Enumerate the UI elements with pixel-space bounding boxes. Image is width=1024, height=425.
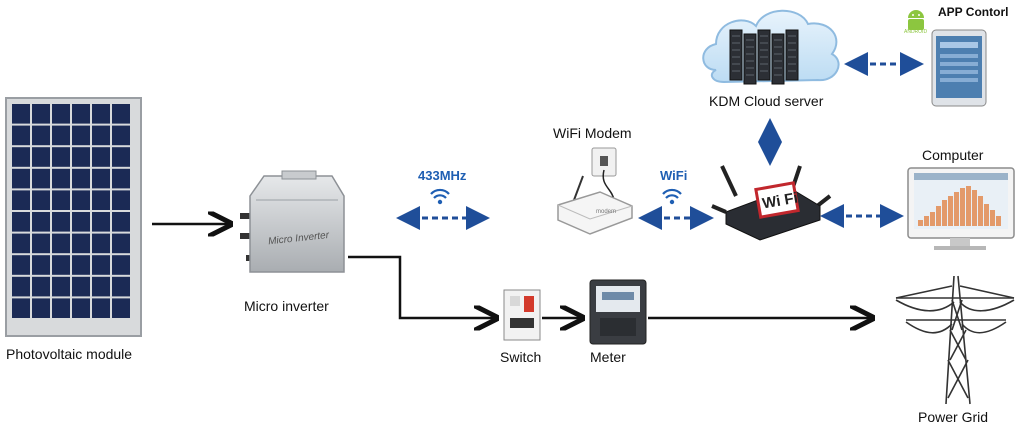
android-icon (908, 10, 924, 30)
android-label: ANDROID (904, 29, 927, 35)
label-app-control: APP Contorl (938, 5, 1009, 19)
wifi-433-icon (430, 188, 450, 205)
solar-panel (5, 97, 142, 337)
label-wifi-modem: WiFi Modem (553, 125, 632, 141)
label-wifi: WiFi (660, 168, 688, 183)
label-433mhz: 433MHz (418, 168, 467, 183)
label-photovoltaic-module: Photovoltaic module (6, 346, 133, 362)
micro-inverter-device: Micro Inverter (240, 170, 345, 273)
label-switch: Switch (500, 349, 542, 365)
cloud-server (702, 9, 840, 85)
router-badge: Wi Fi (761, 190, 799, 213)
label-computer: Computer (922, 147, 984, 163)
meter-device (589, 279, 647, 345)
computer-device (907, 167, 1015, 250)
label-power-grid: Power Grid (918, 409, 989, 425)
wifi-signal-icon (662, 188, 682, 205)
phone-device (931, 29, 987, 107)
switch-device (503, 289, 541, 341)
label-kdm-cloud-server: KDM Cloud server (709, 93, 824, 109)
wifi-modem-device: modem (557, 147, 633, 235)
label-micro-inverter: Micro inverter (244, 298, 329, 314)
label-meter: Meter (590, 349, 626, 365)
arrow-inverter-to-switch (348, 255, 494, 318)
power-tower (895, 275, 1015, 405)
svg-text:modem: modem (596, 209, 616, 215)
router-device: Wi Fi (711, 165, 832, 241)
